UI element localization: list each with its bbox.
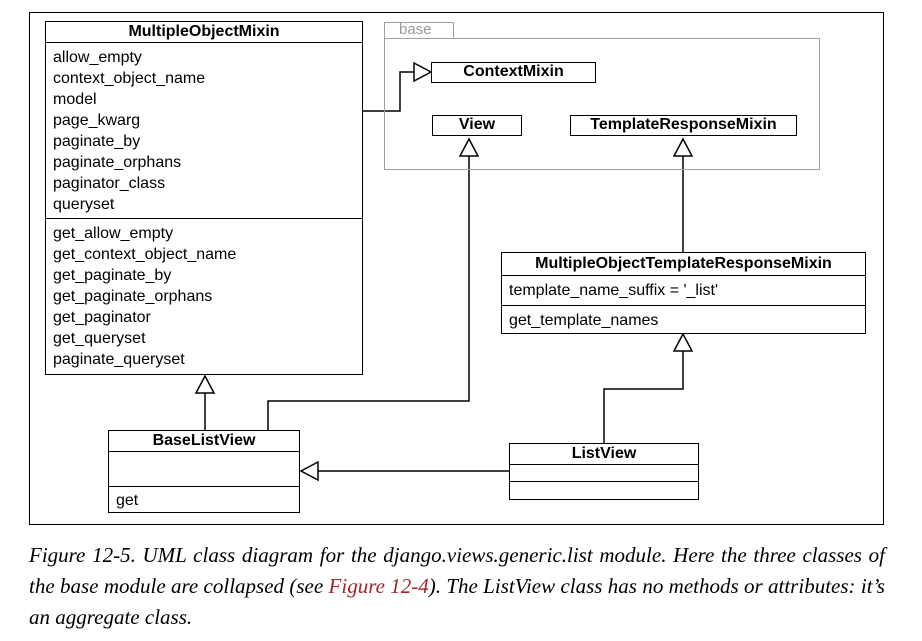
arrowhead-view	[458, 137, 480, 157]
package-base	[384, 38, 820, 170]
figure-reference-link[interactable]: Figure 12-4	[328, 574, 429, 598]
caption-text: Figure 12-5. UML class diagram for the d…	[29, 543, 885, 598]
edge-multipleobjectmixin-contextmixin	[363, 71, 414, 112]
class-name: MultipleObjectMixin	[46, 22, 362, 43]
method: paginate_queryset	[53, 351, 185, 368]
class-name: MultipleObjectTemplateResponseMixin	[502, 253, 865, 276]
arrowhead-contextmixin	[413, 61, 433, 83]
arrowhead-motrm	[672, 332, 694, 352]
method: get_paginate_orphans	[53, 288, 213, 305]
methods-compartment: get_allow_empty get_context_object_name …	[46, 219, 362, 370]
method: get_paginator	[53, 309, 151, 326]
attribute: paginator_class	[53, 175, 166, 192]
attributes-compartment: template_name_suffix = '_list'	[502, 276, 865, 306]
class-multipleobjectmixin: MultipleObjectMixin allow_empty context_…	[45, 21, 363, 375]
methods-compartment: get_template_names	[502, 306, 865, 331]
class-name: TemplateResponseMixin	[590, 116, 777, 133]
class-name: View	[458, 116, 496, 133]
methods-compartment	[510, 482, 698, 498]
arrowhead-baselistview	[299, 460, 319, 482]
method: get_allow_empty	[53, 225, 174, 242]
attribute: paginate_by	[53, 133, 141, 150]
attributes-compartment	[510, 465, 698, 482]
attributes-compartment	[109, 452, 299, 487]
attribute: context_object_name	[53, 70, 206, 87]
class-contextmixin: ContextMixin	[431, 62, 596, 83]
class-name: ContextMixin	[463, 63, 564, 80]
class-view: View	[432, 115, 522, 136]
class-multipleobjecttemplateresponsemixin: MultipleObjectTemplateResponseMixin temp…	[501, 252, 866, 334]
figure-caption: Figure 12-5. UML class diagram for the d…	[29, 540, 885, 633]
attribute: queryset	[53, 196, 115, 213]
method: get_template_names	[509, 312, 659, 329]
attributes-compartment: allow_empty context_object_name model pa…	[46, 43, 362, 219]
diagram-frame	[29, 12, 884, 525]
class-listview: ListView	[509, 443, 699, 500]
class-name: ListView	[510, 444, 698, 465]
caption-text-end: ). The ListView class has no methods or …	[29, 574, 885, 629]
method: get	[116, 492, 139, 509]
class-templateresponsemixin: TemplateResponseMixin	[570, 115, 797, 136]
attribute: template_name_suffix = '_list'	[509, 282, 719, 299]
attribute: paginate_orphans	[53, 154, 182, 171]
attribute: allow_empty	[53, 49, 142, 66]
attribute: model	[53, 91, 97, 108]
class-name: BaseListView	[109, 431, 299, 452]
methods-compartment: get	[109, 487, 299, 511]
class-baselistview: BaseListView get	[108, 430, 300, 513]
method: get_paginate_by	[53, 267, 172, 284]
attribute: page_kwarg	[53, 112, 141, 129]
edge-baselistview-view	[267, 156, 470, 430]
arrowhead-templateresponsemixin	[672, 137, 694, 157]
arrowhead-multipleobjectmixin	[194, 374, 216, 394]
edge-listview-motrm	[603, 351, 684, 443]
method: get_context_object_name	[53, 246, 237, 263]
package-label: base	[399, 21, 432, 38]
method: get_queryset	[53, 330, 146, 347]
package-tab: base	[384, 22, 454, 39]
